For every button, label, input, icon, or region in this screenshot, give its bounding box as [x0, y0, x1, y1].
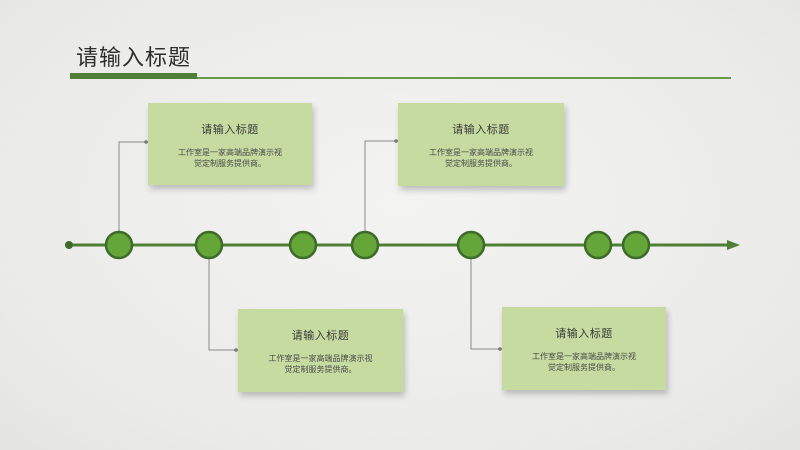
card-body-line: 觉定制服务提供商。 [445, 159, 517, 168]
connector-dot-card-4 [498, 347, 502, 351]
arrow-right-icon [727, 240, 740, 250]
timeline-node-3 [288, 230, 318, 260]
card-body-line: 工作室是一家高端品牌演示视 [268, 354, 373, 363]
card-body-line: 工作室是一家高端品牌演示视 [178, 148, 282, 157]
connector-card-4 [470, 245, 502, 350]
card-body[interactable]: 工作室是一家高端品牌演示视 觉定制服务提供商。 [421, 147, 541, 169]
card-title[interactable]: 请输入标题 [555, 327, 613, 340]
card-body-line: 工作室是一家高端品牌演示视 [429, 148, 533, 157]
card-body-line: 觉定制服务提供商。 [194, 159, 266, 168]
timeline-node-4 [350, 230, 380, 260]
connector-card-3 [364, 140, 398, 245]
timeline-card-1: 请输入标题 工作室是一家高端品牌演示视 觉定制服务提供商。 [148, 103, 312, 185]
timeline-card-2: 请输入标题 工作室是一家高端品牌演示视 觉定制服务提供商。 [238, 309, 403, 392]
timeline-node-7 [621, 230, 651, 260]
connector-card-2 [208, 245, 238, 351]
card-title[interactable]: 请输入标题 [291, 329, 350, 342]
timeline-node-5 [456, 230, 486, 260]
connector-dot-card-1 [144, 140, 148, 144]
timeline-node-2 [194, 230, 224, 260]
timeline-node-6 [583, 230, 613, 260]
card-body[interactable]: 工作室是一家高端品牌演示视 觉定制服务提供商。 [261, 353, 381, 375]
timeline-card-3: 请输入标题 工作室是一家高端品牌演示视 觉定制服务提供商。 [398, 103, 564, 186]
title-underline-accent [70, 73, 197, 79]
timeline-node-1 [104, 230, 134, 260]
timeline-card-4: 请输入标题 工作室是一家高端品牌演示视 觉定制服务提供商。 [502, 307, 666, 390]
connector-dot-card-3 [394, 139, 398, 143]
card-title[interactable]: 请输入标题 [452, 123, 510, 136]
timeline-start-dot [65, 241, 73, 249]
connector-card-1 [118, 141, 148, 245]
title-underline-rule [197, 77, 731, 79]
card-body[interactable]: 工作室是一家高端品牌演示视 觉定制服务提供商。 [170, 147, 290, 169]
card-body-line: 觉定制服务提供商。 [548, 363, 620, 372]
connector-dot-card-2 [234, 348, 238, 352]
card-body[interactable]: 工作室是一家高端品牌演示视 觉定制服务提供商。 [524, 351, 644, 373]
card-title[interactable]: 请输入标题 [201, 123, 259, 136]
slide-title[interactable]: 请输入标题 [76, 46, 192, 71]
card-body-line: 觉定制服务提供商。 [284, 365, 357, 374]
card-body-line: 工作室是一家高端品牌演示视 [532, 352, 636, 361]
